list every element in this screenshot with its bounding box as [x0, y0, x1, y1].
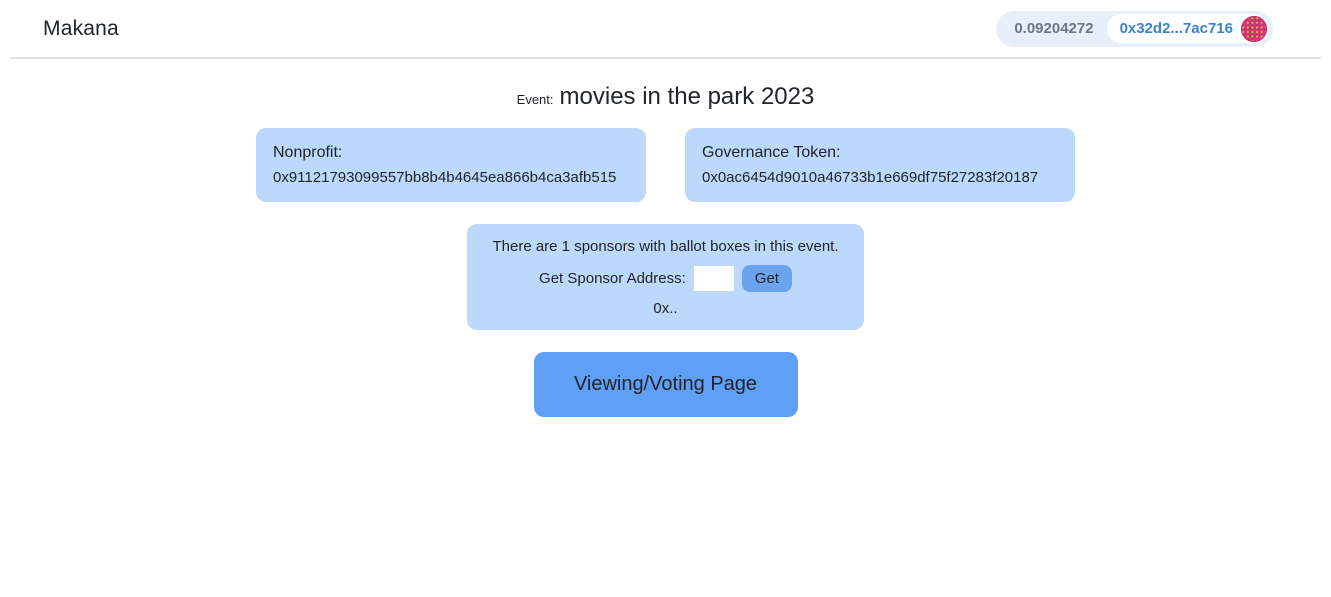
sponsor-input-label: Get Sponsor Address:: [539, 270, 686, 287]
governance-token-card: Governance Token: 0x0ac6454d9010a46733b1…: [685, 128, 1075, 202]
get-sponsor-button[interactable]: Get: [741, 265, 792, 292]
navbar: Makana 0.09204272 0x32d2...7ac716: [0, 0, 1331, 57]
sponsor-panel: There are 1 sponsors with ballot boxes i…: [467, 224, 864, 330]
sponsor-count-text: There are 1 sponsors with ballot boxes i…: [492, 238, 839, 255]
sponsor-result-text: 0x..: [653, 300, 678, 317]
event-name: movies in the park 2023: [559, 83, 815, 110]
main-content: Event: movies in the park 2023 Nonprofit…: [0, 81, 1331, 417]
brand: Makana: [43, 16, 119, 40]
wallet-address-button[interactable]: 0x32d2...7ac716: [1106, 14, 1269, 43]
address-cards-row: Nonprofit: 0x91121793099557bb8b4b4645ea8…: [0, 128, 1331, 202]
event-title: Event: movies in the park 2023: [0, 81, 1331, 116]
wallet-address: 0x32d2...7ac716: [1119, 20, 1233, 37]
sponsor-lookup-row: Get Sponsor Address: Get: [481, 265, 850, 292]
viewing-voting-page-button[interactable]: Viewing/Voting Page: [533, 352, 798, 417]
governance-token-label: Governance Token:: [702, 144, 841, 161]
wallet-balance: 0.09204272: [1014, 20, 1094, 37]
nonprofit-label: Nonprofit:: [273, 144, 343, 161]
governance-token-address: 0x0ac6454d9010a46733b1e669df75f27283f201…: [702, 169, 1039, 186]
sponsor-index-input[interactable]: [693, 266, 734, 291]
event-label: Event:: [516, 92, 554, 107]
header-divider: [10, 57, 1321, 59]
wallet-widget: 0.09204272 0x32d2...7ac716: [997, 11, 1272, 46]
nonprofit-address: 0x91121793099557bb8b4b4645ea866b4ca3afb5…: [273, 169, 617, 186]
nonprofit-card: Nonprofit: 0x91121793099557bb8b4b4645ea8…: [256, 128, 646, 202]
wallet-avatar-icon: [1241, 15, 1267, 42]
